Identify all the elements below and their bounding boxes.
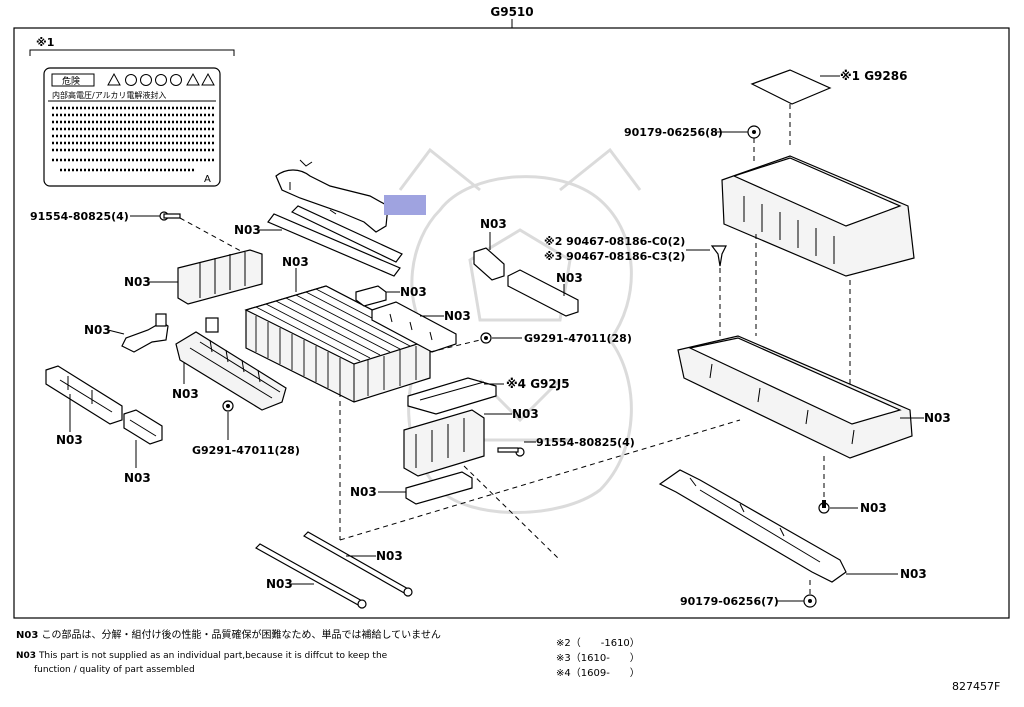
- label-n03-rail: N03: [234, 223, 261, 237]
- note-range-3: ※3（1610- ）: [556, 653, 640, 664]
- connector-bottom-part[interactable]: [405, 471, 473, 505]
- label-n03-tray: N03: [924, 411, 951, 425]
- label-screw-mid: 91554-80825(4): [536, 436, 635, 449]
- label-n03-ecu: N03: [512, 407, 539, 421]
- side-plate-small[interactable]: [123, 409, 163, 445]
- side-plate-large[interactable]: [45, 365, 123, 425]
- tie-rod-1[interactable]: [303, 531, 413, 597]
- warning-subtitle: 内部高電圧/アルカリ電解液封入: [52, 90, 166, 100]
- bus-rail-part[interactable]: [267, 205, 403, 277]
- label-nut-mid: G9291-47011(28): [524, 332, 632, 345]
- label-g9286: ※1 G9286: [840, 69, 907, 83]
- note-range-2: ※2（ -1610）: [556, 638, 640, 649]
- label-n03-plate1: N03: [56, 433, 83, 447]
- battery-bracket-left[interactable]: [177, 249, 263, 305]
- lower-frame-part[interactable]: [658, 469, 847, 583]
- note-range-4: ※4（1609- ）: [556, 668, 640, 679]
- note-en-text2: function / quality of part assembled: [34, 665, 195, 675]
- diagram-frame: [13, 27, 1010, 619]
- ecu-bracket-part[interactable]: [403, 409, 485, 477]
- clip-part[interactable]: [710, 245, 727, 267]
- assembly-title: G9510: [490, 5, 533, 19]
- warning-text-block: [52, 106, 214, 172]
- label-n03-plate2: N03: [124, 471, 151, 485]
- connector-small-part[interactable]: [355, 285, 387, 307]
- terminal-bracket-2[interactable]: [507, 269, 579, 317]
- warning-label: 危険 内部高電圧/アルカリ電解液封入 A: [43, 67, 221, 187]
- document-number: 827457F: [952, 680, 1001, 693]
- label-n03-tab1: N03: [480, 217, 507, 231]
- g9286-sheet[interactable]: [750, 69, 832, 105]
- wire-harness-part[interactable]: [275, 159, 389, 233]
- label-screw-left: 91554-80825(4): [30, 210, 129, 223]
- battery-module-stack[interactable]: [244, 285, 432, 403]
- battery-upper-cover[interactable]: [721, 155, 915, 277]
- label-g92j5: ※4 G92J5: [506, 377, 570, 391]
- label-n03-rod1: N03: [376, 549, 403, 563]
- warning-symbol: A: [204, 174, 211, 185]
- g92j5-part[interactable]: [407, 377, 497, 415]
- screw-left-part[interactable]: [159, 211, 181, 221]
- label-n03-harness: N03: [84, 323, 111, 337]
- highlight-marker: [384, 195, 426, 215]
- label-n03-conn1: N03: [400, 285, 427, 299]
- label-n03-sensor: N03: [172, 387, 199, 401]
- tie-rod-2[interactable]: [255, 543, 367, 609]
- note-en-code: N03: [16, 651, 37, 661]
- bus-bar-cover-part[interactable]: [371, 301, 457, 353]
- label-n03-rod2: N03: [266, 577, 293, 591]
- note-jp-text: この部品は、分解・組付け後の性能・品質確保が困難なため、単品では補給していません: [41, 630, 441, 641]
- bolt-bottom-part[interactable]: [803, 594, 817, 608]
- sensor-harness-part[interactable]: [175, 317, 287, 411]
- label-n03-cover: N03: [444, 309, 471, 323]
- note-en-line1: N03 This part is not supplied as an indi…: [16, 651, 387, 661]
- warning-title: 危険: [62, 75, 80, 87]
- warning-icons: [107, 72, 215, 86]
- bolt-n03-part[interactable]: [818, 500, 830, 514]
- bolt-top-part[interactable]: [747, 125, 761, 139]
- label-nut-bottom: G9291-47011(28): [192, 444, 300, 457]
- label-bolt-top: 90179-06256(8): [624, 126, 723, 139]
- nut-mid-part[interactable]: [480, 332, 492, 344]
- label-clip3: ※3 90467-08186-C3(2): [544, 250, 685, 263]
- battery-lower-tray[interactable]: [677, 335, 913, 459]
- label-n03-frame: N03: [900, 567, 927, 581]
- note-en-text1: This part is not supplied as an individu…: [38, 651, 388, 661]
- label-n03-tab2: N03: [556, 271, 583, 285]
- note-jp: N03 この部品は、分解・組付け後の性能・品質確保が困難なため、単品では補給して…: [16, 626, 441, 641]
- note-en-line2: function / quality of part assembled: [34, 665, 195, 675]
- small-harness-part[interactable]: [121, 313, 169, 353]
- label-clip: ※2 90467-08186-C0(2): [544, 235, 685, 248]
- terminal-bracket-1[interactable]: [473, 247, 505, 281]
- label-bolt-bottom: 90179-06256(7): [680, 595, 779, 608]
- label-n03-conn2: N03: [350, 485, 377, 499]
- label-n03-bolt: N03: [860, 501, 887, 515]
- kome1-label: ※1: [36, 36, 54, 49]
- label-n03-stack: N03: [282, 255, 309, 269]
- note-jp-code: N03: [16, 630, 39, 641]
- screw-mid-part[interactable]: [497, 447, 525, 457]
- nut-bottom-part[interactable]: [222, 400, 234, 412]
- label-n03-bracket: N03: [124, 275, 151, 289]
